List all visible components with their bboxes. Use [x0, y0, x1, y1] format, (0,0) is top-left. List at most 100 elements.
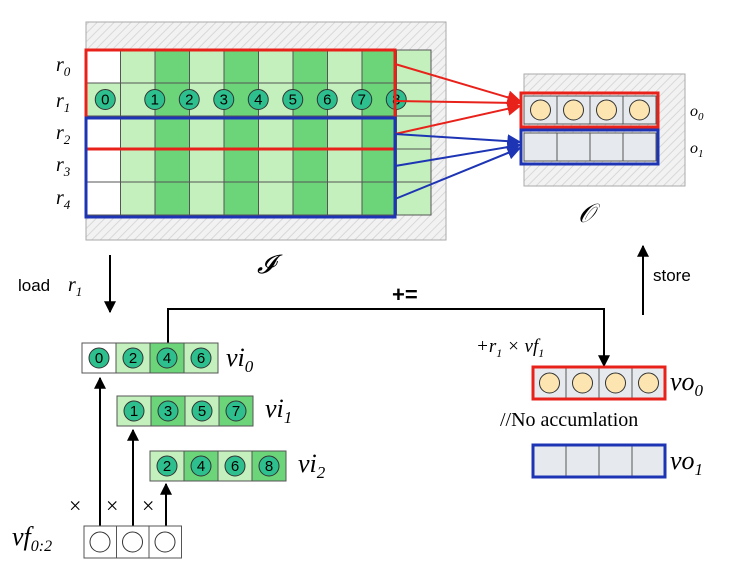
output-cell-o1-c3: [622, 132, 657, 162]
input-cell-r3-c5: [258, 148, 294, 183]
input-cell-r3-c3: [189, 148, 225, 183]
input-cell-r4-c3: [189, 181, 225, 216]
output-grid: [523, 95, 657, 162]
input-cell-r0-c6: [292, 49, 328, 84]
vi1-index-number: 1: [130, 403, 138, 420]
vi2-index-number: 8: [265, 458, 273, 475]
vf-value-circle: [154, 531, 176, 553]
input-index-number: 6: [323, 92, 331, 109]
multiply-expression: +r1 × vf1: [476, 336, 544, 360]
vo0-frame: [531, 365, 667, 401]
vo1-cell: [598, 444, 633, 478]
input-index-circle: [178, 89, 200, 110]
vi0-index-circle: [122, 347, 144, 369]
input-index-circle: [282, 89, 304, 110]
output-value-circle: [596, 99, 617, 121]
input-index-number: 5: [289, 92, 297, 109]
output-value-circle: [563, 99, 584, 121]
row-label-r0: r0: [56, 54, 71, 79]
input-cell-r4-c4: [223, 181, 259, 216]
vo0-value-circle: [638, 372, 659, 394]
input-index-circle: [316, 89, 338, 110]
row-label-r2: r2: [56, 122, 71, 147]
input-cell-r0-c7: [327, 49, 363, 84]
vi1-index-circle: [191, 400, 213, 422]
input-cell-r2-c5: [258, 115, 294, 150]
input-cell-r4-c2: [154, 181, 190, 216]
vi2-index-number: 4: [197, 458, 205, 475]
input-cell-r2-c3: [189, 115, 225, 150]
vo1-cell: [631, 444, 666, 478]
vo0-value-circle: [572, 372, 593, 394]
vf-register: [83, 525, 182, 559]
input-grid: [85, 49, 432, 216]
input-cell-r0-c3: [189, 49, 225, 84]
accumulate-path: [167, 308, 610, 368]
output-value-circle: [530, 99, 551, 121]
vi2-index-circle: [156, 455, 178, 477]
output-cell-o1-c2: [589, 132, 624, 162]
output-matrix: [519, 73, 686, 187]
vo-vectors: [531, 365, 667, 479]
vf-value-circle: [89, 531, 111, 553]
input-row-labels: r0 r1 r2 r3 r4: [56, 54, 71, 212]
input-cell-r0-c0: [85, 49, 121, 84]
vo0-name: vo0: [670, 367, 704, 400]
output-matrix-label: 𝒪: [578, 199, 601, 228]
load-label: load: [18, 276, 50, 295]
input-cell-r0-c2: [154, 49, 190, 84]
input-index-circle: [247, 89, 269, 110]
output-cell-o1-c0: [523, 132, 558, 162]
arrow-blue-1: [394, 133, 522, 149]
input-index-circle: [94, 89, 116, 110]
vi2-index-circle: [258, 455, 280, 477]
vo1-name: vo1: [670, 446, 703, 479]
output-cell-o1-c1: [556, 132, 591, 162]
arrow-red-1: [394, 63, 522, 105]
row-label-r1: r1: [56, 90, 70, 115]
input-index-number: 7: [358, 92, 366, 109]
vo0-value-circle: [539, 372, 560, 394]
arrow-blue-2: [394, 140, 522, 167]
input-index-number: 1: [151, 92, 159, 109]
input-index-circle: [144, 89, 166, 110]
input-cell-r3-c2: [154, 148, 190, 183]
input-cell-r4-c7: [327, 181, 363, 216]
vo0-value-circle: [605, 372, 626, 394]
store-label: store: [653, 266, 691, 285]
input-cell-r3-c4: [223, 148, 259, 183]
input-cell-r3-c1: [120, 148, 156, 183]
input-cell-r4-c6: [292, 181, 328, 216]
output-row-label-o1: o1: [690, 140, 704, 160]
vi0-index-circle: [88, 347, 110, 369]
input-cell-r4-c1: [120, 181, 156, 216]
mapping-arrows: [394, 63, 522, 200]
vi1-index-circle: [157, 400, 179, 422]
input-cell-r3-c0: [85, 148, 121, 183]
input-cell-r4-c8: [361, 181, 397, 216]
input-cell-r3-c6: [292, 148, 328, 183]
vi2-index-number: 6: [231, 458, 239, 475]
vf-name: vf0:2: [12, 522, 52, 555]
vi0-index-number: 4: [163, 350, 171, 367]
input-cell-r2-c6: [292, 115, 328, 150]
times-symbol-2: ×: [142, 493, 154, 518]
no-accumulation-comment: //No accumlation: [500, 409, 638, 431]
vi2-index-number: 2: [163, 458, 171, 475]
input-red-window: [84, 48, 397, 151]
input-cell-r0-c4: [223, 49, 259, 84]
vi1-index-circle: [123, 400, 145, 422]
input-cell-r2-c2: [154, 115, 190, 150]
input-cell-r2-c4: [223, 115, 259, 150]
output-row-label-o0: o0: [690, 103, 704, 123]
input-cell-r0-c8: [361, 49, 397, 84]
vi2-index-circle: [190, 455, 212, 477]
row-label-r3: r3: [56, 154, 71, 179]
vo1-cell: [565, 444, 600, 478]
input-index-number: 0: [101, 92, 109, 109]
input-cell-r2-c8: [361, 115, 397, 150]
vi1-index-number: 7: [232, 403, 240, 420]
input-cell-r0-c1: [120, 49, 156, 84]
vi0-index-circle: [190, 347, 212, 369]
